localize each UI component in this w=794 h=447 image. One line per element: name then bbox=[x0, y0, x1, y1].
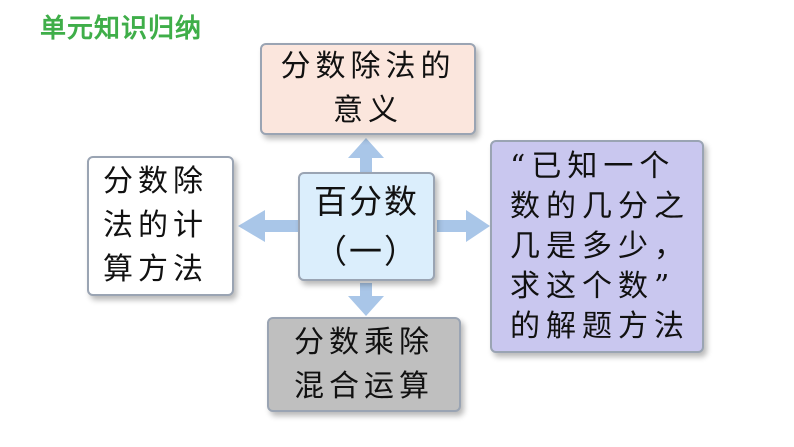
node-line: 算方法 bbox=[103, 252, 208, 287]
node-line: 混合运算 bbox=[294, 368, 434, 404]
node-problem-solving-method: “已知一个 数的几分之 几是多少， 求这个数” 的解题方法 bbox=[490, 140, 704, 353]
node-line: 百分数 bbox=[314, 181, 419, 221]
node-line: 分数除 bbox=[103, 164, 208, 199]
node-line: 的解题方法 bbox=[510, 308, 690, 344]
node-line: 数的几分之 bbox=[510, 188, 690, 224]
arrow-down bbox=[348, 283, 384, 316]
page-title: 单元知识归纳 bbox=[40, 14, 203, 44]
node-line: （一） bbox=[314, 231, 419, 271]
node-line: 分数除法的 bbox=[280, 49, 456, 84]
node-line: 求这个数” bbox=[510, 268, 676, 304]
arrow-right bbox=[437, 210, 490, 242]
arrow-up bbox=[348, 138, 384, 172]
node-center-percent: 百分数 （一） bbox=[298, 172, 435, 281]
node-line: 意义 bbox=[333, 93, 403, 128]
arrow-left bbox=[238, 210, 298, 242]
node-line: “已知一个 bbox=[510, 148, 676, 184]
node-mixed-operations: 分数乘除 混合运算 bbox=[267, 317, 461, 412]
node-fraction-division-method: 分数除 法的计 算方法 bbox=[87, 156, 234, 296]
node-line: 分数乘除 bbox=[294, 324, 434, 360]
node-line: 法的计 bbox=[103, 208, 208, 243]
node-fraction-division-meaning: 分数除法的 意义 bbox=[260, 43, 476, 135]
node-line: 几是多少， bbox=[510, 228, 690, 264]
